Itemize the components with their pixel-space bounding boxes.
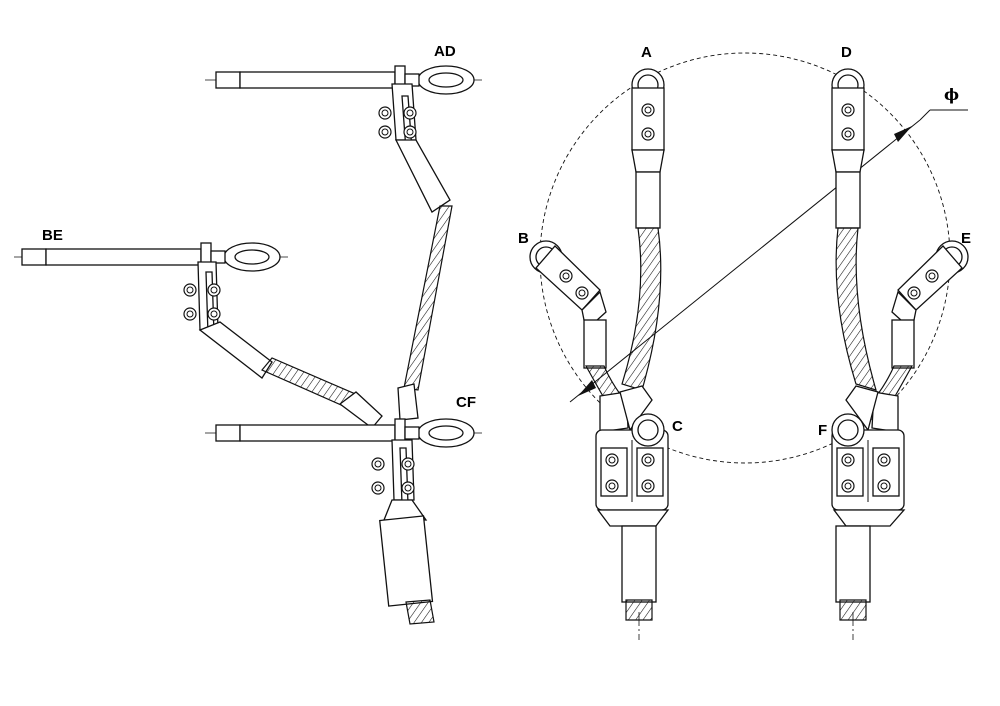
side-view-bar-ad <box>205 65 482 95</box>
label-phase-f: F <box>818 422 827 439</box>
side-view-sleeve-cf-top <box>383 499 428 521</box>
side-view-sleeve-ad <box>394 139 451 213</box>
terminal-group-def <box>831 68 969 640</box>
side-view-sleeve-be <box>198 321 273 379</box>
side-view <box>14 65 482 625</box>
side-view-cable-ad <box>403 205 453 391</box>
diameter-dimension <box>569 109 968 403</box>
label-phase-d: D <box>841 44 852 61</box>
side-view-sleeve-cf <box>379 515 434 607</box>
side-view-clamp-be <box>183 261 221 335</box>
label-phase-a: A <box>641 44 652 61</box>
label-phase-b: B <box>518 230 529 247</box>
side-view-bar-cf <box>205 418 482 448</box>
label-ad: AD <box>434 43 456 60</box>
label-cf: CF <box>456 394 476 411</box>
terminal-group-abc <box>529 68 670 640</box>
side-view-cable-out <box>405 599 435 625</box>
side-view-sleeve-be-lower <box>338 391 383 429</box>
label-diameter-symbol: ϕ <box>944 85 959 104</box>
label-phase-e: E <box>961 230 971 247</box>
label-phase-c: C <box>672 418 683 435</box>
front-view <box>529 52 969 640</box>
side-view-clamp-cf <box>371 439 415 505</box>
side-view-sleeve-ad-lower <box>397 383 419 421</box>
label-be: BE <box>42 227 63 244</box>
side-view-bar-be <box>14 242 288 272</box>
